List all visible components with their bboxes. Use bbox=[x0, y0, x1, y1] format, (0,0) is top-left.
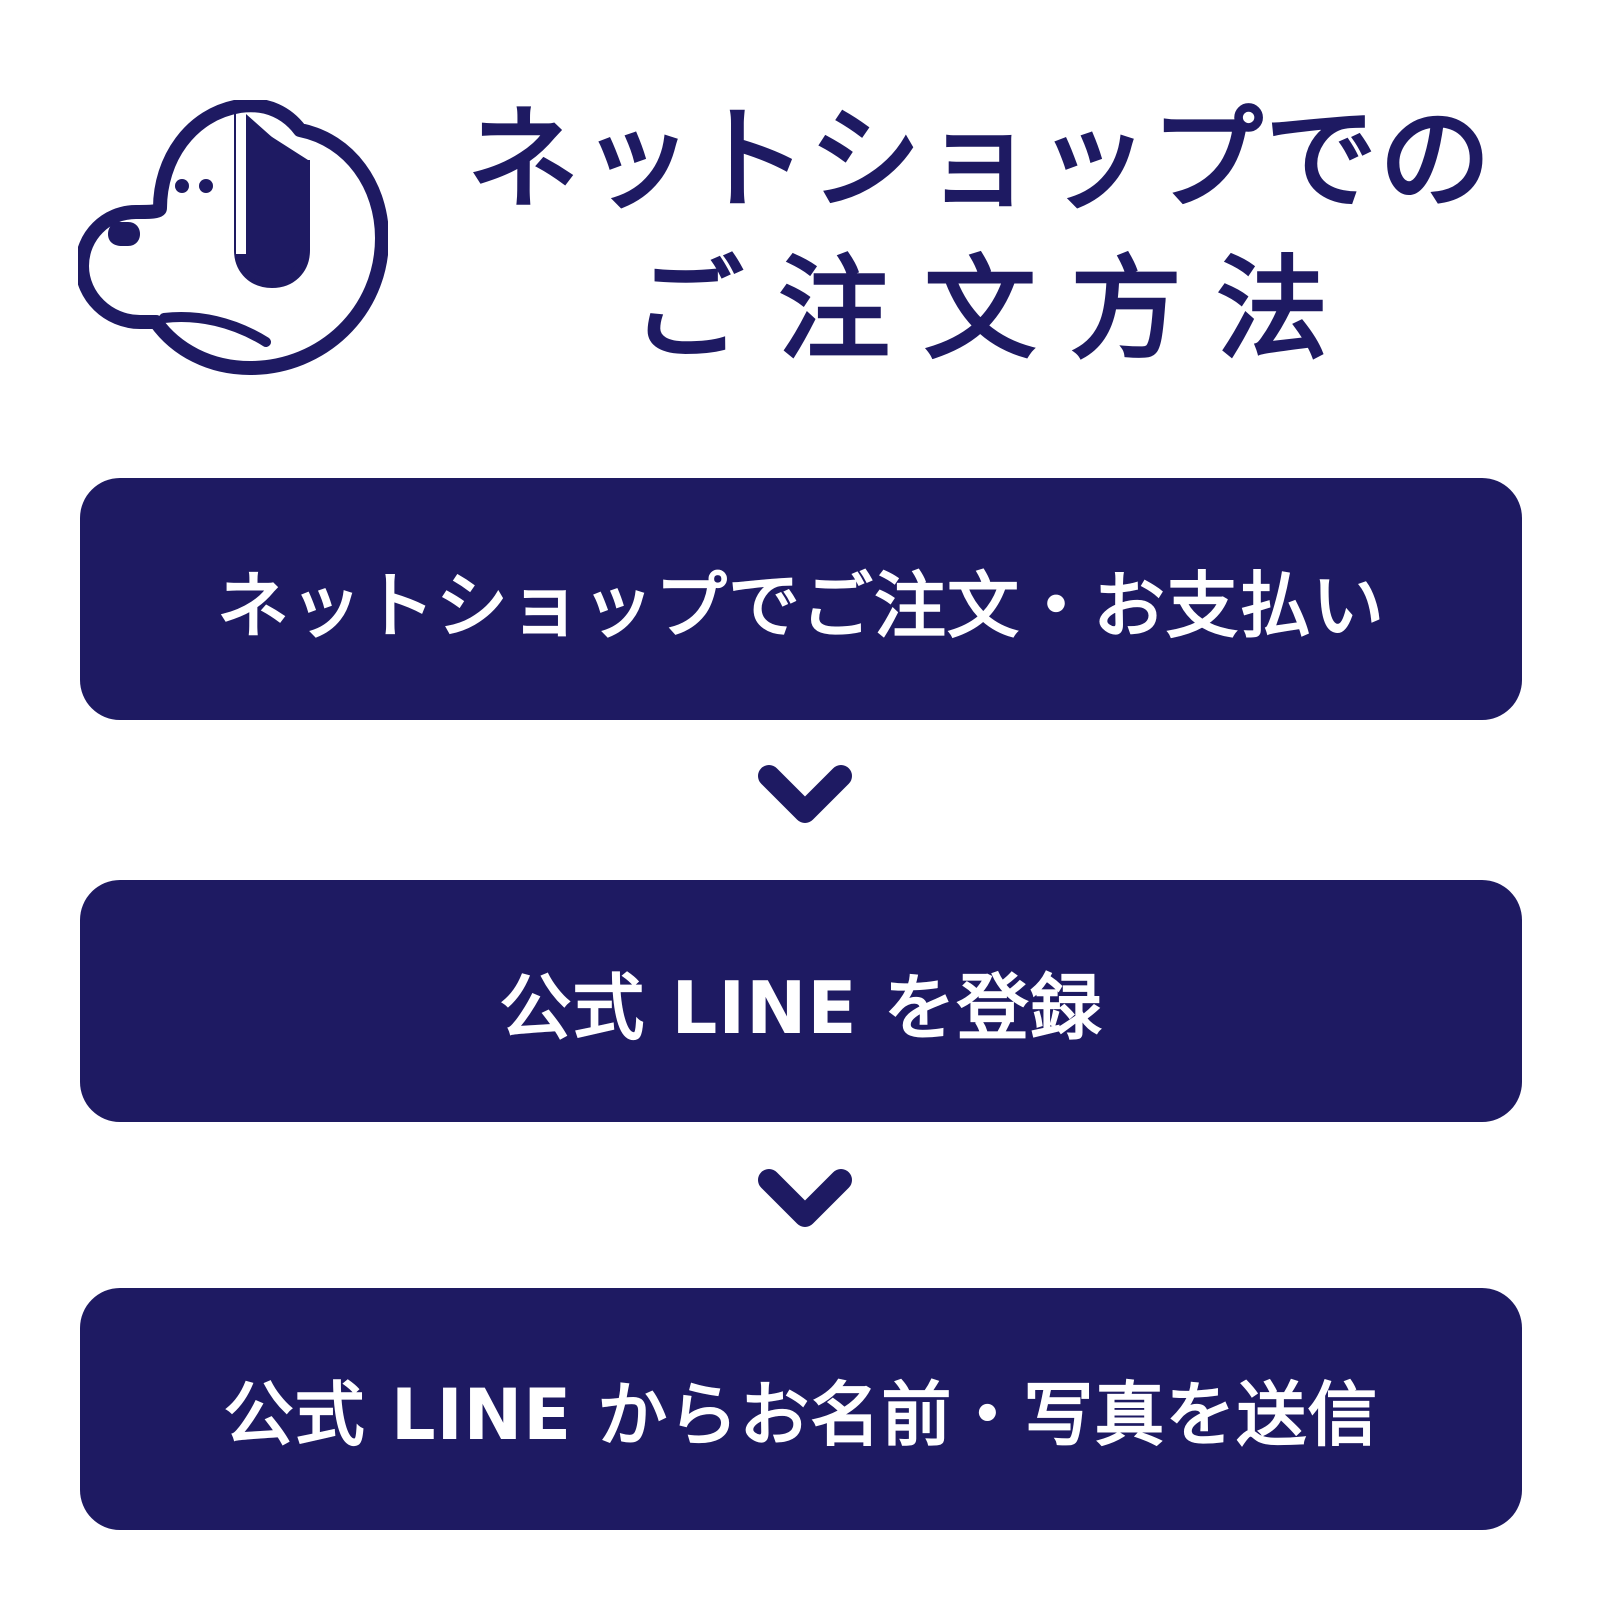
page-title: ネットショップでの ご注文方法 bbox=[440, 90, 1520, 390]
step-register-line: 公式 LINE を登録 bbox=[80, 880, 1522, 1122]
title-line-2: ご注文方法 bbox=[632, 245, 1362, 375]
step-send-name-photo: 公式 LINE からお名前・写真を送信 bbox=[80, 1288, 1522, 1530]
dog-logo-icon bbox=[78, 100, 388, 375]
step-label: ネットショップでご注文・お支払い bbox=[216, 563, 1385, 648]
step-label: 公式 LINE からお名前・写真を送信 bbox=[223, 1373, 1379, 1456]
title-line-1: ネットショップでの bbox=[467, 95, 1493, 225]
chevron-down-icon bbox=[755, 1166, 855, 1236]
step-order-payment: ネットショップでご注文・お支払い bbox=[80, 478, 1522, 720]
step-label: 公式 LINE を登録 bbox=[499, 965, 1103, 1050]
chevron-down-icon bbox=[755, 762, 855, 832]
